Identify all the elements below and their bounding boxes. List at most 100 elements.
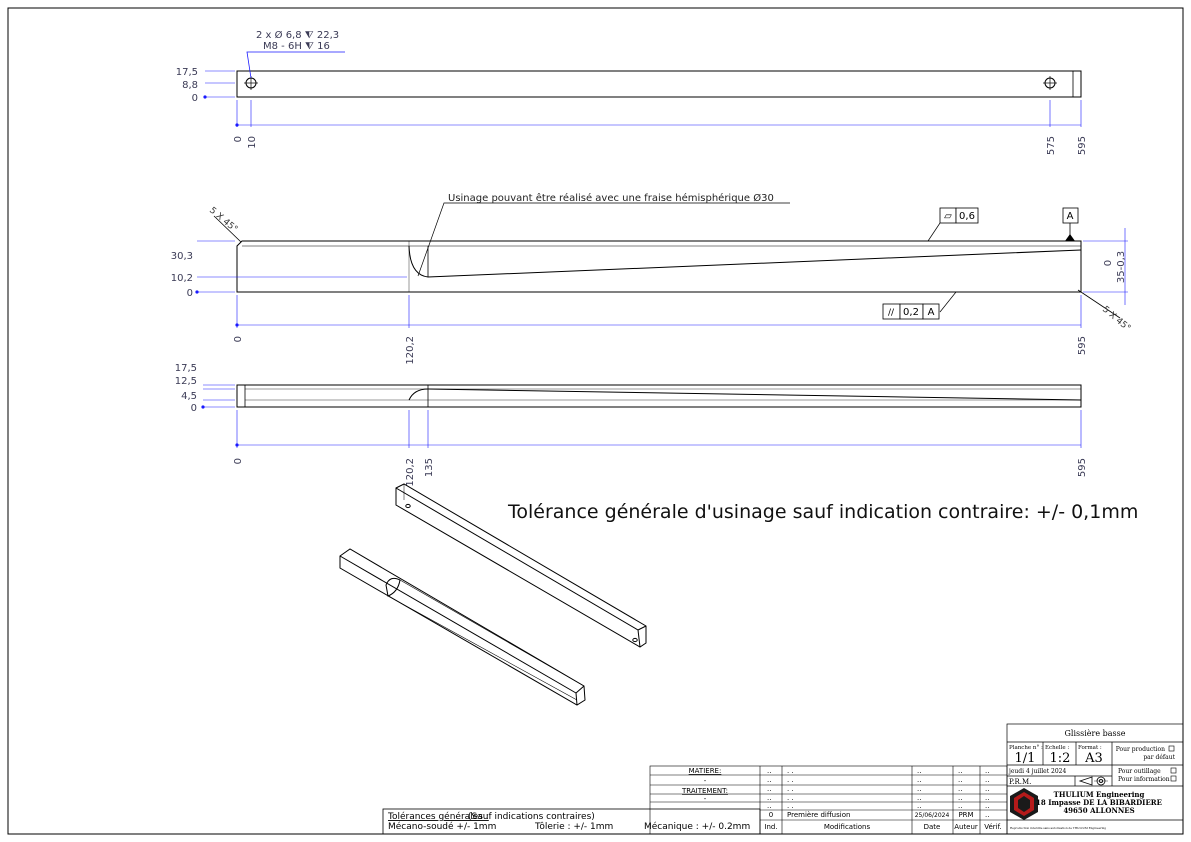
revision-date: 25/06/2024 — [915, 812, 950, 819]
company-logo-icon — [1010, 788, 1038, 820]
parallelism-datum: A — [928, 307, 935, 318]
purpose-default: par défaut — [1143, 754, 1175, 761]
format-value: A3 — [1084, 751, 1103, 766]
svg-text:..: .. — [958, 794, 962, 802]
top-dim-0-h: 0 — [233, 136, 244, 142]
header-ind: Ind. — [764, 823, 777, 831]
revision-table-text: MATIERE: TRAITEMENT: - - .. . . .. .. ..… — [681, 767, 1002, 831]
svg-text:. .: . . — [787, 776, 794, 784]
svg-text:..: .. — [917, 802, 921, 810]
svg-text:..: .. — [985, 767, 989, 775]
hole-callout-line-2: M8 - 6H ⧨ 16 — [263, 41, 330, 52]
front-dim-right-tol: 35-0,3 — [1116, 251, 1127, 283]
svg-text:. .: . . — [787, 785, 794, 793]
revision-author: PRM — [958, 811, 973, 819]
bottom-dim-4-5: 4,5 — [181, 391, 197, 402]
flatness-value: 0,6 — [959, 211, 975, 222]
svg-text:..: .. — [958, 767, 962, 775]
isometric-view-lower — [339, 548, 586, 706]
company-info: THULIUM Engineering 18 Impasse DE LA BIB… — [1010, 790, 1162, 830]
echelle-value: 1:2 — [1050, 751, 1071, 766]
chamfer-right-label: 5 X 45° — [1100, 305, 1132, 334]
sheet-border — [7, 7, 1184, 835]
bottom-dim-12-5: 12,5 — [175, 376, 197, 387]
svg-text:. .: . . — [787, 802, 794, 810]
legal-note: Reproduction interdite sans autorisation… — [1010, 826, 1106, 830]
parallelism-frame: // 0,2 A — [882, 303, 940, 320]
projection-symbol-icon — [1078, 776, 1108, 786]
checkbox-outillage[interactable] — [1170, 767, 1177, 774]
front-view-outline — [236, 240, 1082, 293]
planche-value: 1/1 — [1015, 751, 1036, 766]
top-dim-17-5: 17,5 — [176, 67, 198, 78]
bottom-dim-595: 595 — [1077, 458, 1088, 477]
drawing-title: Glissière basse — [1065, 729, 1126, 738]
checkbox-production[interactable] — [1168, 745, 1175, 752]
title-block-info: jeudi 4 juillet 2024 P.R.M. — [1008, 768, 1066, 786]
top-dim-595: 595 — [1077, 136, 1088, 155]
matiere-value: - — [704, 777, 707, 785]
machining-note: Usinage pouvant être réalisé avec une fr… — [448, 192, 774, 204]
top-dim-10: 10 — [247, 136, 258, 149]
bottom-dim-0-v: 0 — [191, 403, 197, 414]
format-label: Format : — [1078, 745, 1102, 751]
parallelism-value: 0,2 — [903, 307, 919, 318]
purpose-information: Pour information — [1118, 776, 1170, 783]
flatness-icon: ▱ — [944, 211, 952, 222]
tolerance-welded: Mécano-soudé +/- 1mm — [388, 821, 496, 832]
drawing-date: jeudi 4 juillet 2024 — [1008, 768, 1066, 775]
company-address-2: 49650 ALLONNES — [1063, 806, 1134, 815]
svg-text:..: .. — [985, 785, 989, 793]
tolerance-mechanical: Mécanique : +/- 0.2mm — [644, 821, 750, 832]
traitement-value: - — [704, 795, 707, 803]
bottom-view: 17,5 12,5 4,5 0 0 120,2 135 595 — [175, 363, 1088, 487]
front-dim-0-v: 0 — [187, 288, 193, 299]
header-date: Date — [924, 823, 941, 831]
purpose-outillage: Pour outillage — [1118, 768, 1161, 775]
bottom-dim-0-h: 0 — [233, 458, 244, 464]
drawing-author: P.R.M. — [1009, 778, 1031, 786]
tolerance-sheet: Tôlerie : +/- 1mm — [534, 821, 613, 832]
echelle-label: Echelle : — [1045, 745, 1069, 751]
tolerances-title: Tolérances générales : — [387, 811, 489, 822]
svg-text:..: .. — [917, 794, 921, 802]
svg-text:..: .. — [767, 776, 771, 784]
bottom-dim-17-5: 17,5 — [175, 363, 197, 374]
front-view: Usinage pouvant être réalisé avec une fr… — [171, 192, 1132, 365]
chamfer-left-label: 5 X 45° — [207, 206, 239, 235]
revision-verif: .. — [985, 811, 989, 819]
flatness-frame: ▱ 0,6 — [939, 207, 979, 224]
title-block — [1006, 723, 1184, 835]
bottom-dim-120-2: 120,2 — [405, 458, 416, 487]
top-view: 2 x Ø 6,8 ⧨ 22,3 M8 - 6H ⧨ 16 17,5 8,8 0… — [176, 29, 1088, 155]
top-view-outline — [236, 70, 1082, 98]
svg-text:..: .. — [985, 802, 989, 810]
planche-label: Planche n° : — [1009, 745, 1043, 751]
general-tolerance-note: Tolérance générale d'usinage sauf indica… — [507, 501, 1138, 523]
header-author: Auteur — [954, 823, 978, 831]
svg-text:. .: . . — [787, 767, 794, 775]
top-dim-575: 575 — [1046, 136, 1057, 155]
hole-right-icon — [1043, 76, 1057, 90]
front-dim-120-2: 120,2 — [405, 336, 416, 365]
svg-text:..: .. — [958, 802, 962, 810]
front-dim-0-h: 0 — [233, 336, 244, 342]
svg-text:. .: . . — [787, 794, 794, 802]
header-modif: Modifications — [824, 823, 871, 831]
front-dim-10-2: 10,2 — [171, 273, 193, 284]
svg-text:..: .. — [917, 776, 921, 784]
svg-text:..: .. — [767, 767, 771, 775]
hole-callout-line-1: 2 x Ø 6,8 ⧨ 22,3 — [256, 29, 339, 41]
title-block-text: Glissière basse Planche n° : 1/1 Echelle… — [1009, 729, 1176, 783]
front-dim-30-3: 30,3 — [171, 251, 193, 262]
header-verif: Vérif. — [984, 823, 1002, 831]
tolerances-subtitle: (Sauf indications contraires) — [468, 812, 595, 822]
front-dim-595: 595 — [1077, 336, 1088, 355]
checkbox-information[interactable] — [1170, 775, 1177, 782]
svg-text:..: .. — [917, 767, 921, 775]
svg-text:..: .. — [958, 776, 962, 784]
tolerances-block: Tolérances générales : (Sauf indications… — [382, 808, 761, 835]
svg-text:..: .. — [958, 785, 962, 793]
top-dim-8-8: 8,8 — [182, 80, 198, 91]
